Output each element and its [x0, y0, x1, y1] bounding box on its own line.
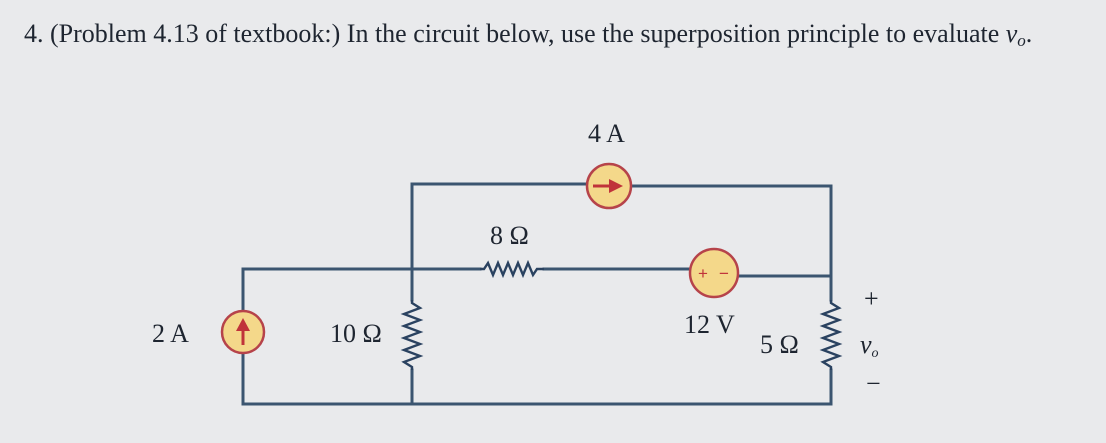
voltage-source-12v: + − [688, 247, 740, 299]
vo-subscript: o [872, 346, 879, 361]
circuit-wires [241, 182, 833, 406]
label-4a: 4 A [588, 119, 625, 148]
vo-label: vo [860, 330, 879, 361]
problem-statement: 4. (Problem 4.13 of textbook:) In the ci… [24, 18, 1094, 56]
label-10-ohm: 10 Ω [330, 319, 382, 348]
current-source-4a [585, 162, 633, 210]
problem-variable-subscript: o [1017, 31, 1026, 50]
label-2a: 2 A [152, 319, 189, 348]
problem-period: . [1025, 19, 1033, 48]
problem-number: 4. [24, 19, 44, 48]
problem-text: (Problem 4.13 of textbook:) In the circu… [50, 19, 1006, 48]
vo-minus-sign: − [866, 369, 881, 398]
current-source-2a [220, 309, 266, 355]
label-8-ohm: 8 Ω [490, 221, 529, 250]
voltage-source-minus-sign: − [719, 264, 729, 283]
arrow-right-icon-head [609, 179, 623, 193]
resistor-8-ohm [480, 259, 544, 279]
arrow-up-icon-head [236, 318, 250, 331]
problem-variable: v [1005, 19, 1018, 48]
label-5-ohm: 5 Ω [760, 330, 799, 359]
vo-plus-sign: + [864, 284, 879, 313]
resistor-5-ohm [819, 300, 843, 370]
vo-variable: v [860, 330, 872, 359]
voltage-source-plus-sign: + [698, 264, 708, 283]
resistor-10-ohm [400, 300, 424, 370]
label-12v: 12 V [684, 310, 735, 339]
voltage-source-12v-body [688, 247, 740, 299]
